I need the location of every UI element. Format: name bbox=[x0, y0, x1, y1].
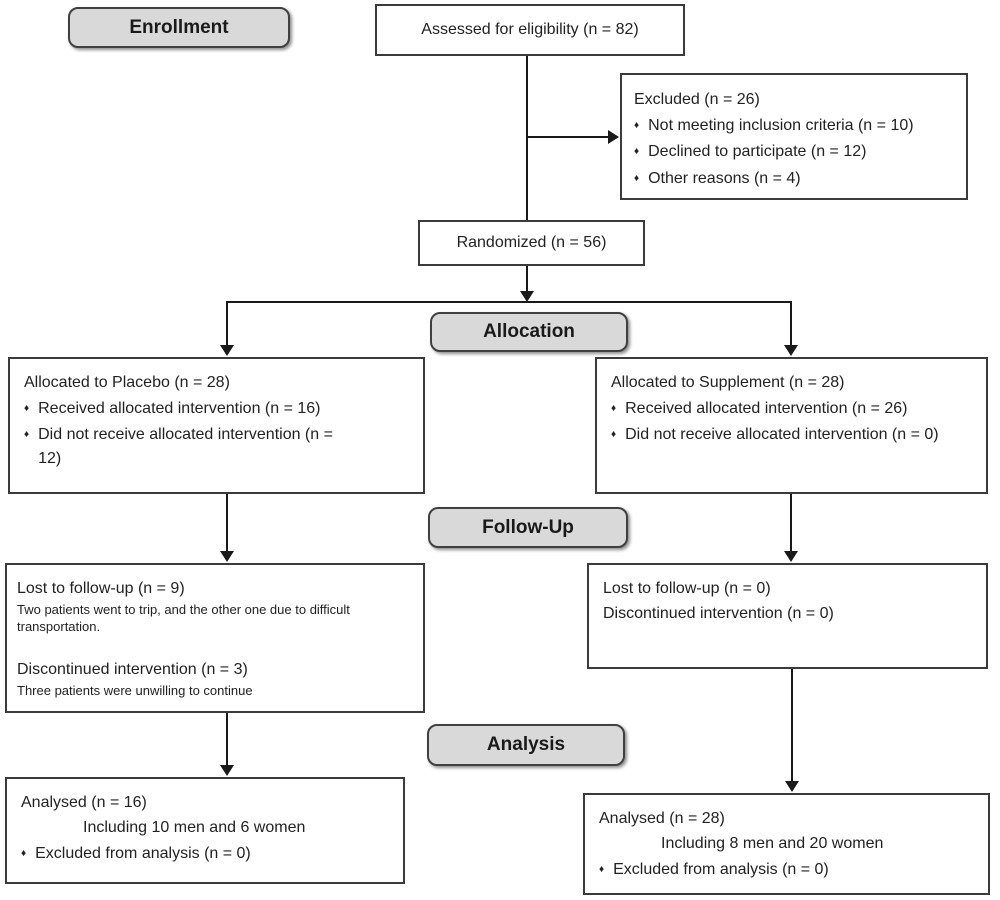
fu-left-line1: Lost to follow-up (n = 9) bbox=[17, 580, 185, 597]
list-item: ♦ Did not receive allocated intervention… bbox=[611, 423, 972, 446]
fu-left-note1: Two patients went to trip, and the other… bbox=[17, 602, 350, 635]
list-item: ♦ Did not receive allocated intervention… bbox=[24, 423, 409, 469]
excluded-bullet-1: Not meeting inclusion criteria (n = 10) bbox=[648, 117, 914, 135]
stage-label-allocation: Allocation bbox=[430, 312, 628, 352]
analysis-right-subtitle: Including 8 men and 20 women bbox=[661, 835, 884, 853]
list-item: ♦ Not meeting inclusion criteria (n = 10… bbox=[634, 114, 954, 137]
stage-label-followup: Follow-Up bbox=[428, 507, 628, 548]
arrowhead-analysis-right bbox=[785, 781, 799, 792]
connector-assessed-randomized bbox=[526, 56, 528, 220]
connector-fu-analysis-right bbox=[791, 669, 793, 782]
box-excluded: Excluded (n = 26) ♦ Not meeting inclusio… bbox=[620, 73, 968, 200]
list-item: ♦ Excluded from analysis (n = 0) bbox=[21, 842, 389, 865]
fu-right-line2: Discontinued intervention (n = 0) bbox=[603, 605, 834, 623]
box-followup-placebo: Lost to follow-up (n = 9) Two patients w… bbox=[5, 563, 425, 713]
box-assessed: Assessed for eligibility (n = 82) bbox=[375, 4, 685, 56]
connector-split-alloc-right bbox=[790, 301, 792, 346]
list-item: ♦ Received allocated intervention (n = 2… bbox=[611, 397, 972, 420]
arrowhead-analysis-left bbox=[220, 765, 234, 776]
connector-fu-analysis-left bbox=[226, 713, 228, 766]
arrowhead-alloc-left bbox=[220, 345, 234, 356]
box-followup-supplement: Lost to follow-up (n = 0) Discontinued i… bbox=[587, 563, 988, 669]
stage-label-enrollment: Enrollment bbox=[68, 7, 290, 48]
analysis-left-subtitle: Including 10 men and 6 women bbox=[83, 819, 306, 837]
connector-alloc-fu-right bbox=[790, 494, 792, 552]
alloc-right-bullet-2: Did not receive allocated intervention (… bbox=[625, 426, 939, 444]
excluded-title: Excluded (n = 26) bbox=[634, 91, 760, 108]
randomized-text: Randomized (n = 56) bbox=[456, 234, 607, 252]
alloc-left-bullet-2: Did not receive allocated intervention (… bbox=[38, 426, 333, 467]
list-item: ♦ Excluded from analysis (n = 0) bbox=[599, 858, 974, 881]
bullet-icon: ♦ bbox=[611, 403, 617, 415]
fu-left-note2: Three patients were unwilling to continu… bbox=[17, 683, 253, 699]
bullet-icon: ♦ bbox=[24, 403, 30, 415]
analysis-left-title: Analysed (n = 16) bbox=[21, 794, 147, 811]
analysis-right-title: Analysed (n = 28) bbox=[599, 810, 725, 827]
bullet-icon: ♦ bbox=[21, 848, 27, 860]
box-analysis-placebo: Analysed (n = 16) Including 10 men and 6… bbox=[5, 777, 405, 884]
connector-alloc-fu-left bbox=[226, 494, 228, 552]
box-allocation-placebo: Allocated to Placebo (n = 28) ♦ Received… bbox=[8, 357, 425, 494]
bullet-icon: ♦ bbox=[634, 172, 640, 184]
bullet-icon: ♦ bbox=[611, 429, 617, 441]
analysis-right-bullet-1: Excluded from analysis (n = 0) bbox=[613, 861, 829, 879]
stage-label-analysis: Analysis bbox=[427, 724, 625, 766]
arrowhead-split bbox=[520, 291, 534, 302]
connector-split-horizontal bbox=[226, 301, 792, 303]
bullet-icon: ♦ bbox=[634, 120, 640, 132]
assessed-text: Assessed for eligibility (n = 82) bbox=[421, 21, 639, 39]
list-item: ♦ Received allocated intervention (n = 1… bbox=[24, 397, 409, 420]
bullet-icon: ♦ bbox=[634, 146, 640, 158]
fu-right-line1: Lost to follow-up (n = 0) bbox=[603, 580, 771, 597]
connector-to-excluded bbox=[527, 136, 609, 138]
arrowhead-fu-left bbox=[220, 551, 234, 562]
alloc-right-title: Allocated to Supplement (n = 28) bbox=[611, 374, 845, 391]
box-analysis-supplement: Analysed (n = 28) Including 8 men and 20… bbox=[583, 793, 990, 895]
alloc-left-bullet-1: Received allocated intervention (n = 16) bbox=[38, 400, 321, 418]
excluded-bullet-2: Declined to participate (n = 12) bbox=[648, 143, 867, 161]
box-allocation-supplement: Allocated to Supplement (n = 28) ♦ Recei… bbox=[595, 357, 988, 494]
arrowhead-excluded bbox=[608, 130, 619, 144]
alloc-left-title: Allocated to Placebo (n = 28) bbox=[24, 374, 230, 391]
arrowhead-alloc-right bbox=[784, 345, 798, 356]
arrowhead-fu-right bbox=[784, 551, 798, 562]
list-item: ♦ Other reasons (n = 4) bbox=[634, 167, 954, 190]
connector-split-alloc-left bbox=[226, 301, 228, 346]
bullet-icon: ♦ bbox=[24, 429, 30, 441]
connector-randomized-split bbox=[526, 266, 528, 292]
bullet-icon: ♦ bbox=[599, 864, 605, 876]
excluded-bullet-3: Other reasons (n = 4) bbox=[648, 169, 801, 187]
box-randomized: Randomized (n = 56) bbox=[418, 220, 645, 266]
alloc-right-bullet-1: Received allocated intervention (n = 26) bbox=[625, 400, 908, 418]
list-item: ♦ Declined to participate (n = 12) bbox=[634, 140, 954, 163]
analysis-left-bullet-1: Excluded from analysis (n = 0) bbox=[35, 845, 251, 863]
fu-left-line2: Discontinued intervention (n = 3) bbox=[17, 660, 248, 678]
